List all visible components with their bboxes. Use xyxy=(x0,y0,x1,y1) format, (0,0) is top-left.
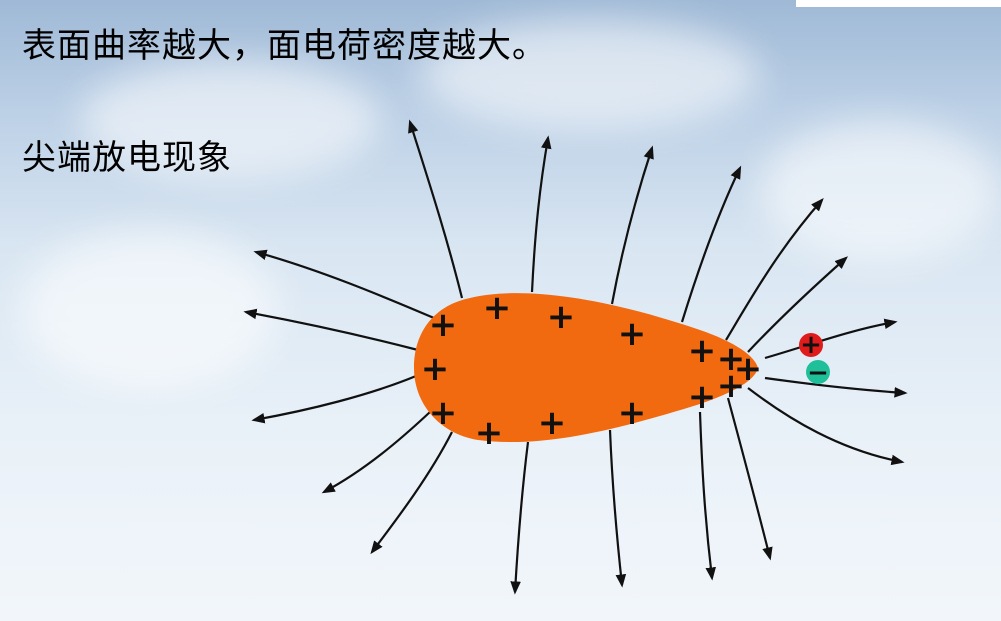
positive-charge-mark: + xyxy=(717,339,746,379)
field-lines xyxy=(243,119,908,595)
positive-ion: + xyxy=(799,330,823,360)
positive-charge-mark: + xyxy=(688,331,717,371)
field-line xyxy=(726,397,773,561)
field-line xyxy=(610,145,654,305)
field-line xyxy=(251,374,417,424)
field-line xyxy=(747,387,905,466)
slide-subheading: 尖端放电现象 xyxy=(22,138,232,178)
negative-ion-symbol: − xyxy=(807,358,829,388)
positive-charge-mark: + xyxy=(618,393,647,433)
negative-ion-circle xyxy=(806,360,830,384)
field-line xyxy=(510,441,530,595)
positive-charge-mark: + xyxy=(429,305,458,345)
field-line xyxy=(764,376,908,398)
positive-charge-mark: + xyxy=(618,314,647,354)
surface-charges: ++++++++++++++ xyxy=(421,288,763,453)
field-line xyxy=(680,165,742,323)
field-line xyxy=(321,411,431,494)
background-cloud xyxy=(760,120,1000,260)
pointed-conductor xyxy=(414,293,758,443)
positive-charge-mark: + xyxy=(475,413,504,453)
field-line xyxy=(608,429,627,588)
positive-charge-mark: + xyxy=(734,349,763,389)
negative-ion: − xyxy=(806,358,830,388)
background-cloud xyxy=(80,60,380,180)
field-line xyxy=(725,198,824,341)
field-line xyxy=(764,318,898,360)
field-line xyxy=(408,119,464,299)
field-line xyxy=(253,249,435,320)
positive-charge-mark: + xyxy=(688,377,717,417)
background-cloud xyxy=(20,230,280,390)
positive-charge-mark: + xyxy=(483,288,512,328)
positive-charge-mark: + xyxy=(421,349,450,389)
background-cloud xyxy=(420,20,760,130)
positive-charge-mark: + xyxy=(717,366,746,406)
slide-heading: 表面曲率越大，面电荷密度越大。 xyxy=(22,26,547,66)
field-line xyxy=(243,308,419,352)
field-line xyxy=(747,256,848,353)
top-edge-strip xyxy=(796,0,1001,7)
field-line xyxy=(530,135,552,293)
positive-charge-mark: + xyxy=(538,403,567,443)
field-line xyxy=(370,431,453,555)
positive-charge-mark: + xyxy=(547,297,576,337)
field-line xyxy=(698,411,716,581)
positive-charge-mark: + xyxy=(429,393,458,433)
positive-ion-symbol: + xyxy=(800,330,822,360)
positive-ion-circle xyxy=(799,333,823,357)
